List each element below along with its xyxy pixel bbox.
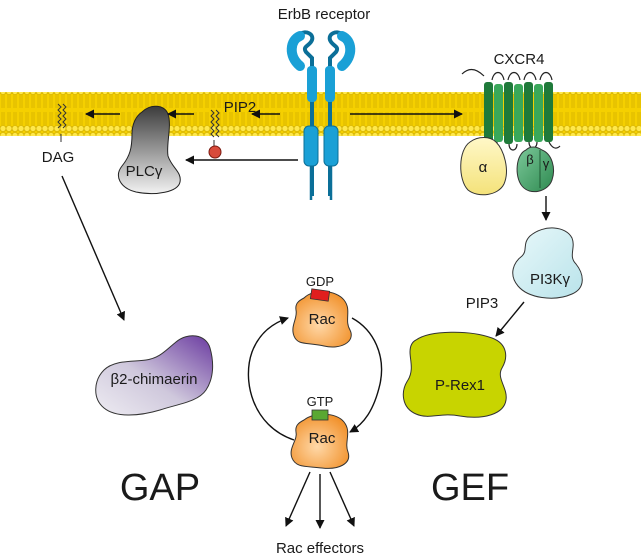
beta2-chimaerin-label: β2-chimaerin bbox=[111, 371, 198, 388]
rac-gtp-protein bbox=[290, 409, 350, 469]
beta-label: β bbox=[526, 152, 533, 167]
arrow-dag-to-chimaerin bbox=[61, 175, 125, 321]
p-rex1-protein bbox=[402, 331, 507, 418]
alpha-label: α bbox=[479, 159, 488, 176]
gap-label: GAP bbox=[120, 467, 200, 509]
arrow-effector-left bbox=[285, 471, 311, 527]
pip2-lipid bbox=[208, 109, 222, 159]
dag-label: DAG bbox=[42, 149, 75, 166]
p-rex1-label: P-Rex1 bbox=[435, 377, 485, 394]
arrow-pi3k-to-prex1 bbox=[495, 301, 525, 337]
rac-effectors-label: Rac effectors bbox=[276, 540, 364, 557]
rac-gtp-label: Rac bbox=[309, 430, 336, 447]
gef-label: GEF bbox=[431, 467, 509, 509]
arrow-effector-right bbox=[329, 471, 355, 527]
rac-gdp-protein bbox=[292, 288, 352, 348]
dag-lipid bbox=[57, 103, 67, 142]
plc-gamma-label: PLCγ bbox=[126, 163, 163, 180]
pi3k-gamma-protein bbox=[512, 227, 583, 299]
gamma-label: γ bbox=[543, 156, 550, 171]
erbb-receptor-label: ErbB receptor bbox=[278, 6, 371, 23]
pip3-label: PIP3 bbox=[466, 295, 499, 312]
cxcr4-label: CXCR4 bbox=[494, 51, 545, 68]
arrows bbox=[61, 109, 551, 529]
gtp-label: GTP bbox=[307, 394, 334, 409]
g-alpha-subunit bbox=[460, 137, 507, 196]
pi3k-gamma-label: PI3Kγ bbox=[530, 271, 571, 288]
gdp-label: GDP bbox=[306, 274, 334, 289]
erbb-receptor bbox=[286, 30, 356, 200]
rac-gdp-label: Rac bbox=[309, 311, 336, 328]
pip2-label: PIP2 bbox=[224, 99, 257, 116]
arrow-gtp-to-gdp bbox=[247, 316, 295, 441]
beta2-chimaerin-protein bbox=[95, 335, 214, 416]
g-betagamma-subunit bbox=[516, 146, 555, 193]
arrow-gdp-to-gtp bbox=[349, 317, 383, 433]
